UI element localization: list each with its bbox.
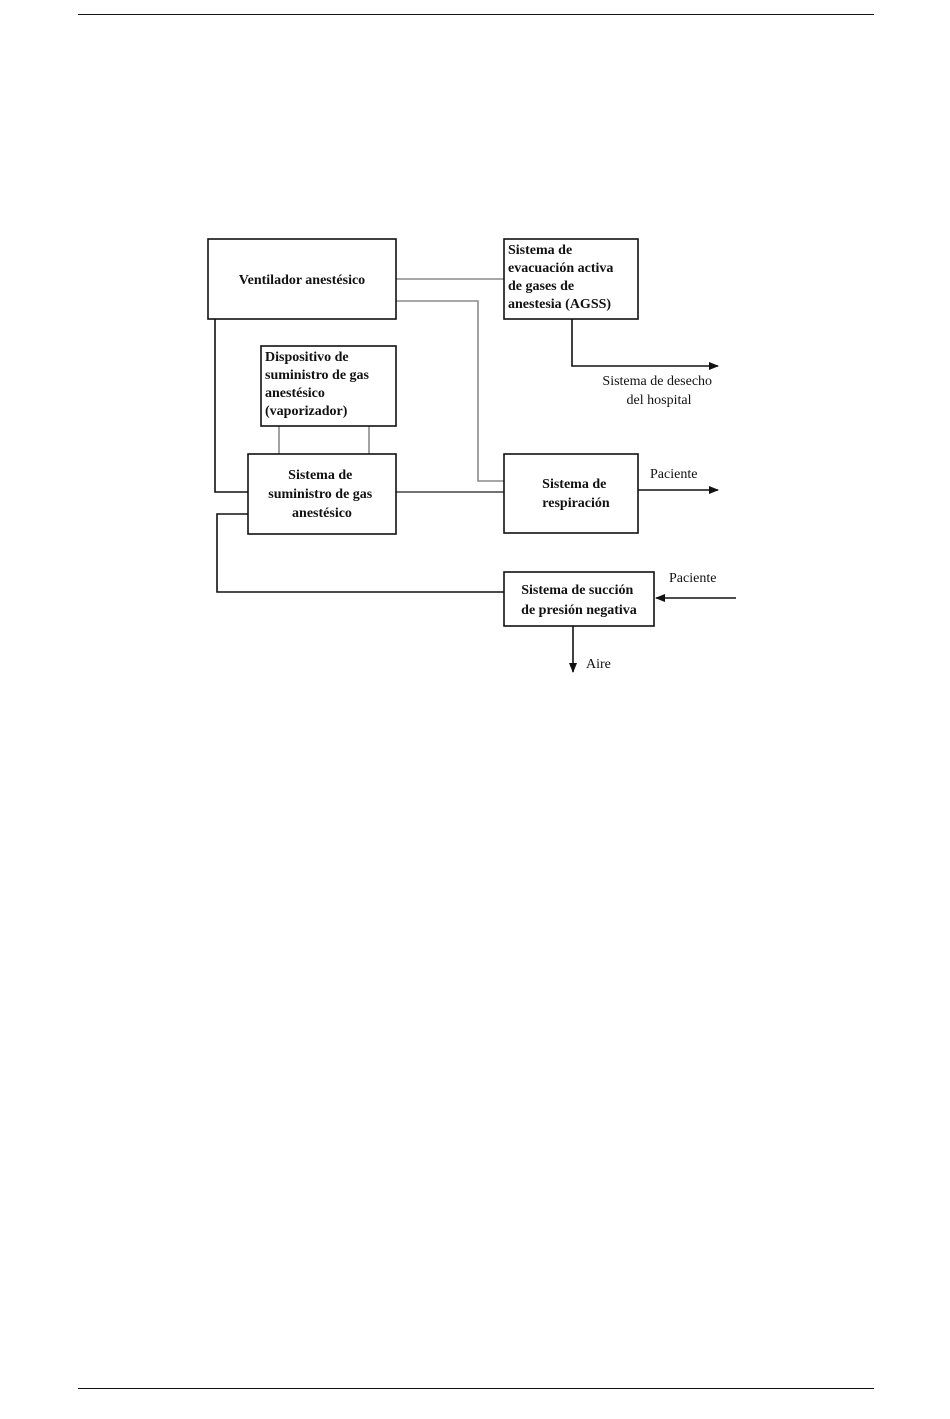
connector-ventilador-suministro bbox=[215, 319, 248, 492]
node-agss-line: de gases de bbox=[508, 279, 574, 294]
node-agss-line: evacuación activa bbox=[508, 261, 613, 276]
node-suministro-line: anestésico bbox=[292, 506, 352, 521]
node-succion: Sistema de succión de presión negativa bbox=[504, 572, 654, 626]
label-paciente-in: Paciente bbox=[669, 571, 716, 586]
node-succion-line: de presión negativa bbox=[521, 603, 637, 618]
label-paciente-out: Paciente bbox=[650, 467, 697, 482]
node-dispositivo-line: (vaporizador) bbox=[265, 404, 348, 419]
node-respiracion: Sistema de respiración bbox=[504, 454, 638, 533]
label-paciente-in-line: Paciente bbox=[669, 571, 716, 586]
label-aire-line: Aire bbox=[586, 657, 611, 672]
node-dispositivo-line: anestésico bbox=[265, 386, 325, 401]
arrow-agss-hospital bbox=[572, 319, 718, 366]
label-aire: Aire bbox=[586, 657, 611, 672]
label-paciente-out-line: Paciente bbox=[650, 467, 697, 482]
node-dispositivo-line: Dispositivo de bbox=[265, 350, 349, 365]
node-suministro: Sistema de suministro de gas anestésico bbox=[248, 454, 396, 534]
node-respiracion-line: Sistema de bbox=[542, 477, 606, 492]
node-ventilador-line: Ventilador anestésico bbox=[239, 273, 365, 288]
node-suministro-line: suministro de gas bbox=[268, 487, 373, 502]
node-dispositivo: Dispositivo de suministro de gas anestés… bbox=[261, 346, 396, 426]
node-suministro-line: Sistema de bbox=[288, 468, 352, 483]
node-agss: Sistema de evacuación activa de gases de… bbox=[504, 239, 638, 319]
label-hospital-line: del hospital bbox=[627, 393, 692, 408]
connector-ventilador-respiracion bbox=[396, 301, 504, 481]
node-agss-line: Sistema de bbox=[508, 243, 572, 258]
label-hospital-line: Sistema de desecho bbox=[602, 374, 712, 389]
node-agss-line: anestesia (AGSS) bbox=[508, 297, 611, 312]
node-ventilador: Ventilador anestésico bbox=[208, 239, 396, 319]
node-succion-line: Sistema de succión bbox=[521, 583, 633, 598]
node-dispositivo-line: suministro de gas bbox=[265, 368, 370, 383]
label-hospital: Sistema de desecho del hospital bbox=[602, 374, 715, 408]
svg-text:Ventilador anestésico: Ventilador anestésico bbox=[239, 273, 365, 288]
node-respiracion-line: respiración bbox=[542, 496, 610, 511]
